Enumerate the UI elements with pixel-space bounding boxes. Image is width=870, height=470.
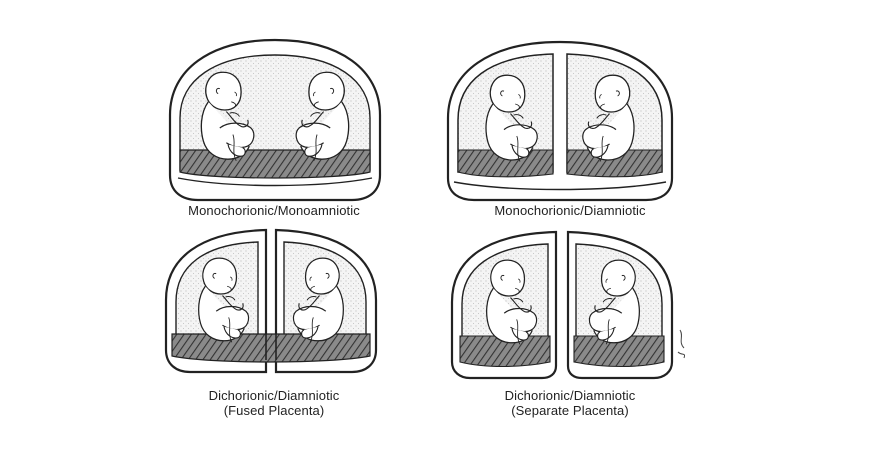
caption-subline: (Fused Placenta) <box>223 403 325 418</box>
caption-line: Dichorionic/Diamniotic <box>208 388 340 403</box>
panel-mono-mono <box>168 38 382 202</box>
caption-mono-di: Monochorionic/Diamniotic <box>420 203 720 218</box>
caption-line: Dichorionic/Diamniotic <box>504 388 636 403</box>
caption-mono-mono: Monochorionic/Monoamniotic <box>124 203 424 218</box>
caption-subline: (Separate Placenta) <box>511 403 629 418</box>
placenta <box>179 149 371 179</box>
caption-line: Monochorionic/Diamniotic <box>494 203 646 218</box>
panel-mono-di <box>446 40 674 202</box>
caption-di-di-fused: Dichorionic/Diamniotic (Fused Placenta) <box>124 388 424 418</box>
artist-signature <box>677 329 685 359</box>
placenta-left <box>459 335 551 368</box>
panel-di-di-separate <box>450 230 685 380</box>
placenta <box>171 333 371 363</box>
panel-di-di-fused <box>164 228 378 374</box>
placenta <box>457 149 554 178</box>
caption-di-di-separate: Dichorionic/Diamniotic (Separate Placent… <box>420 388 720 418</box>
placenta-right <box>573 335 665 368</box>
caption-line: Monochorionic/Monoamniotic <box>188 203 360 218</box>
